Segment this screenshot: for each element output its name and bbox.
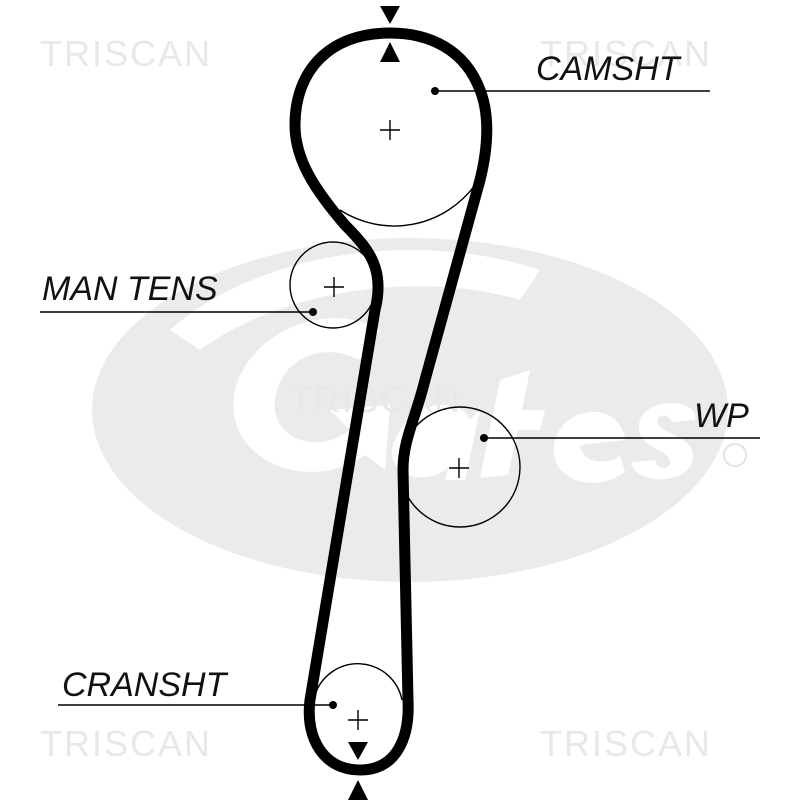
water-pump-label: WP — [694, 397, 749, 435]
triscan-watermark-bottom-left: TRISCAN — [40, 723, 212, 764]
crankshaft-pulley — [314, 663, 403, 701]
manual-tensioner-label: MAN TENS — [42, 270, 218, 308]
cam-timing-mark-bottom-icon — [380, 42, 400, 62]
tensioner-leader-dot — [309, 308, 317, 316]
crank-timing-mark-top-icon — [348, 742, 368, 760]
registered-mark-icon — [723, 443, 747, 467]
triscan-watermarks: TRISCAN TRISCAN TRISCAN TRISCAN TRISCAN — [40, 33, 712, 764]
crank-timing-mark-bottom-icon — [348, 780, 368, 800]
gates-logo-letter-e — [553, 411, 625, 483]
camshaft-leader-dot — [431, 87, 439, 95]
crankshaft-center-cross-icon — [348, 710, 368, 730]
triscan-watermark-bottom-right: TRISCAN — [540, 723, 712, 764]
gates-logo-letter-t — [480, 370, 545, 478]
gates-logo-swoosh — [170, 250, 540, 350]
water-pump-leader-dot — [480, 434, 488, 442]
component-labels: CAMSHT MAN TENS WP CRANSHT — [42, 50, 749, 704]
triscan-watermark-top-left: TRISCAN — [40, 33, 212, 74]
triscan-watermark-top-right: TRISCAN — [540, 33, 712, 74]
triscan-watermark-center: TRISCAN — [290, 379, 462, 420]
timing-marks — [348, 6, 400, 800]
camshaft-label: CAMSHT — [536, 50, 682, 88]
water-pump-center-cross-icon — [449, 458, 469, 478]
camshaft-pulley — [339, 184, 476, 227]
cam-timing-mark-top-icon — [380, 6, 400, 24]
timing-belt — [289, 27, 493, 776]
camshaft-center-cross-icon — [380, 120, 400, 140]
tensioner-center-cross-icon — [324, 277, 344, 297]
gates-logo-watermark — [92, 238, 747, 582]
crankshaft-leader-dot — [329, 701, 337, 709]
crankshaft-label: CRANSHT — [62, 666, 229, 704]
leader-lines — [40, 87, 760, 709]
gates-logo-ellipse — [92, 238, 728, 582]
pulley-centers — [324, 120, 469, 730]
gates-logo-letter-s — [632, 403, 696, 480]
